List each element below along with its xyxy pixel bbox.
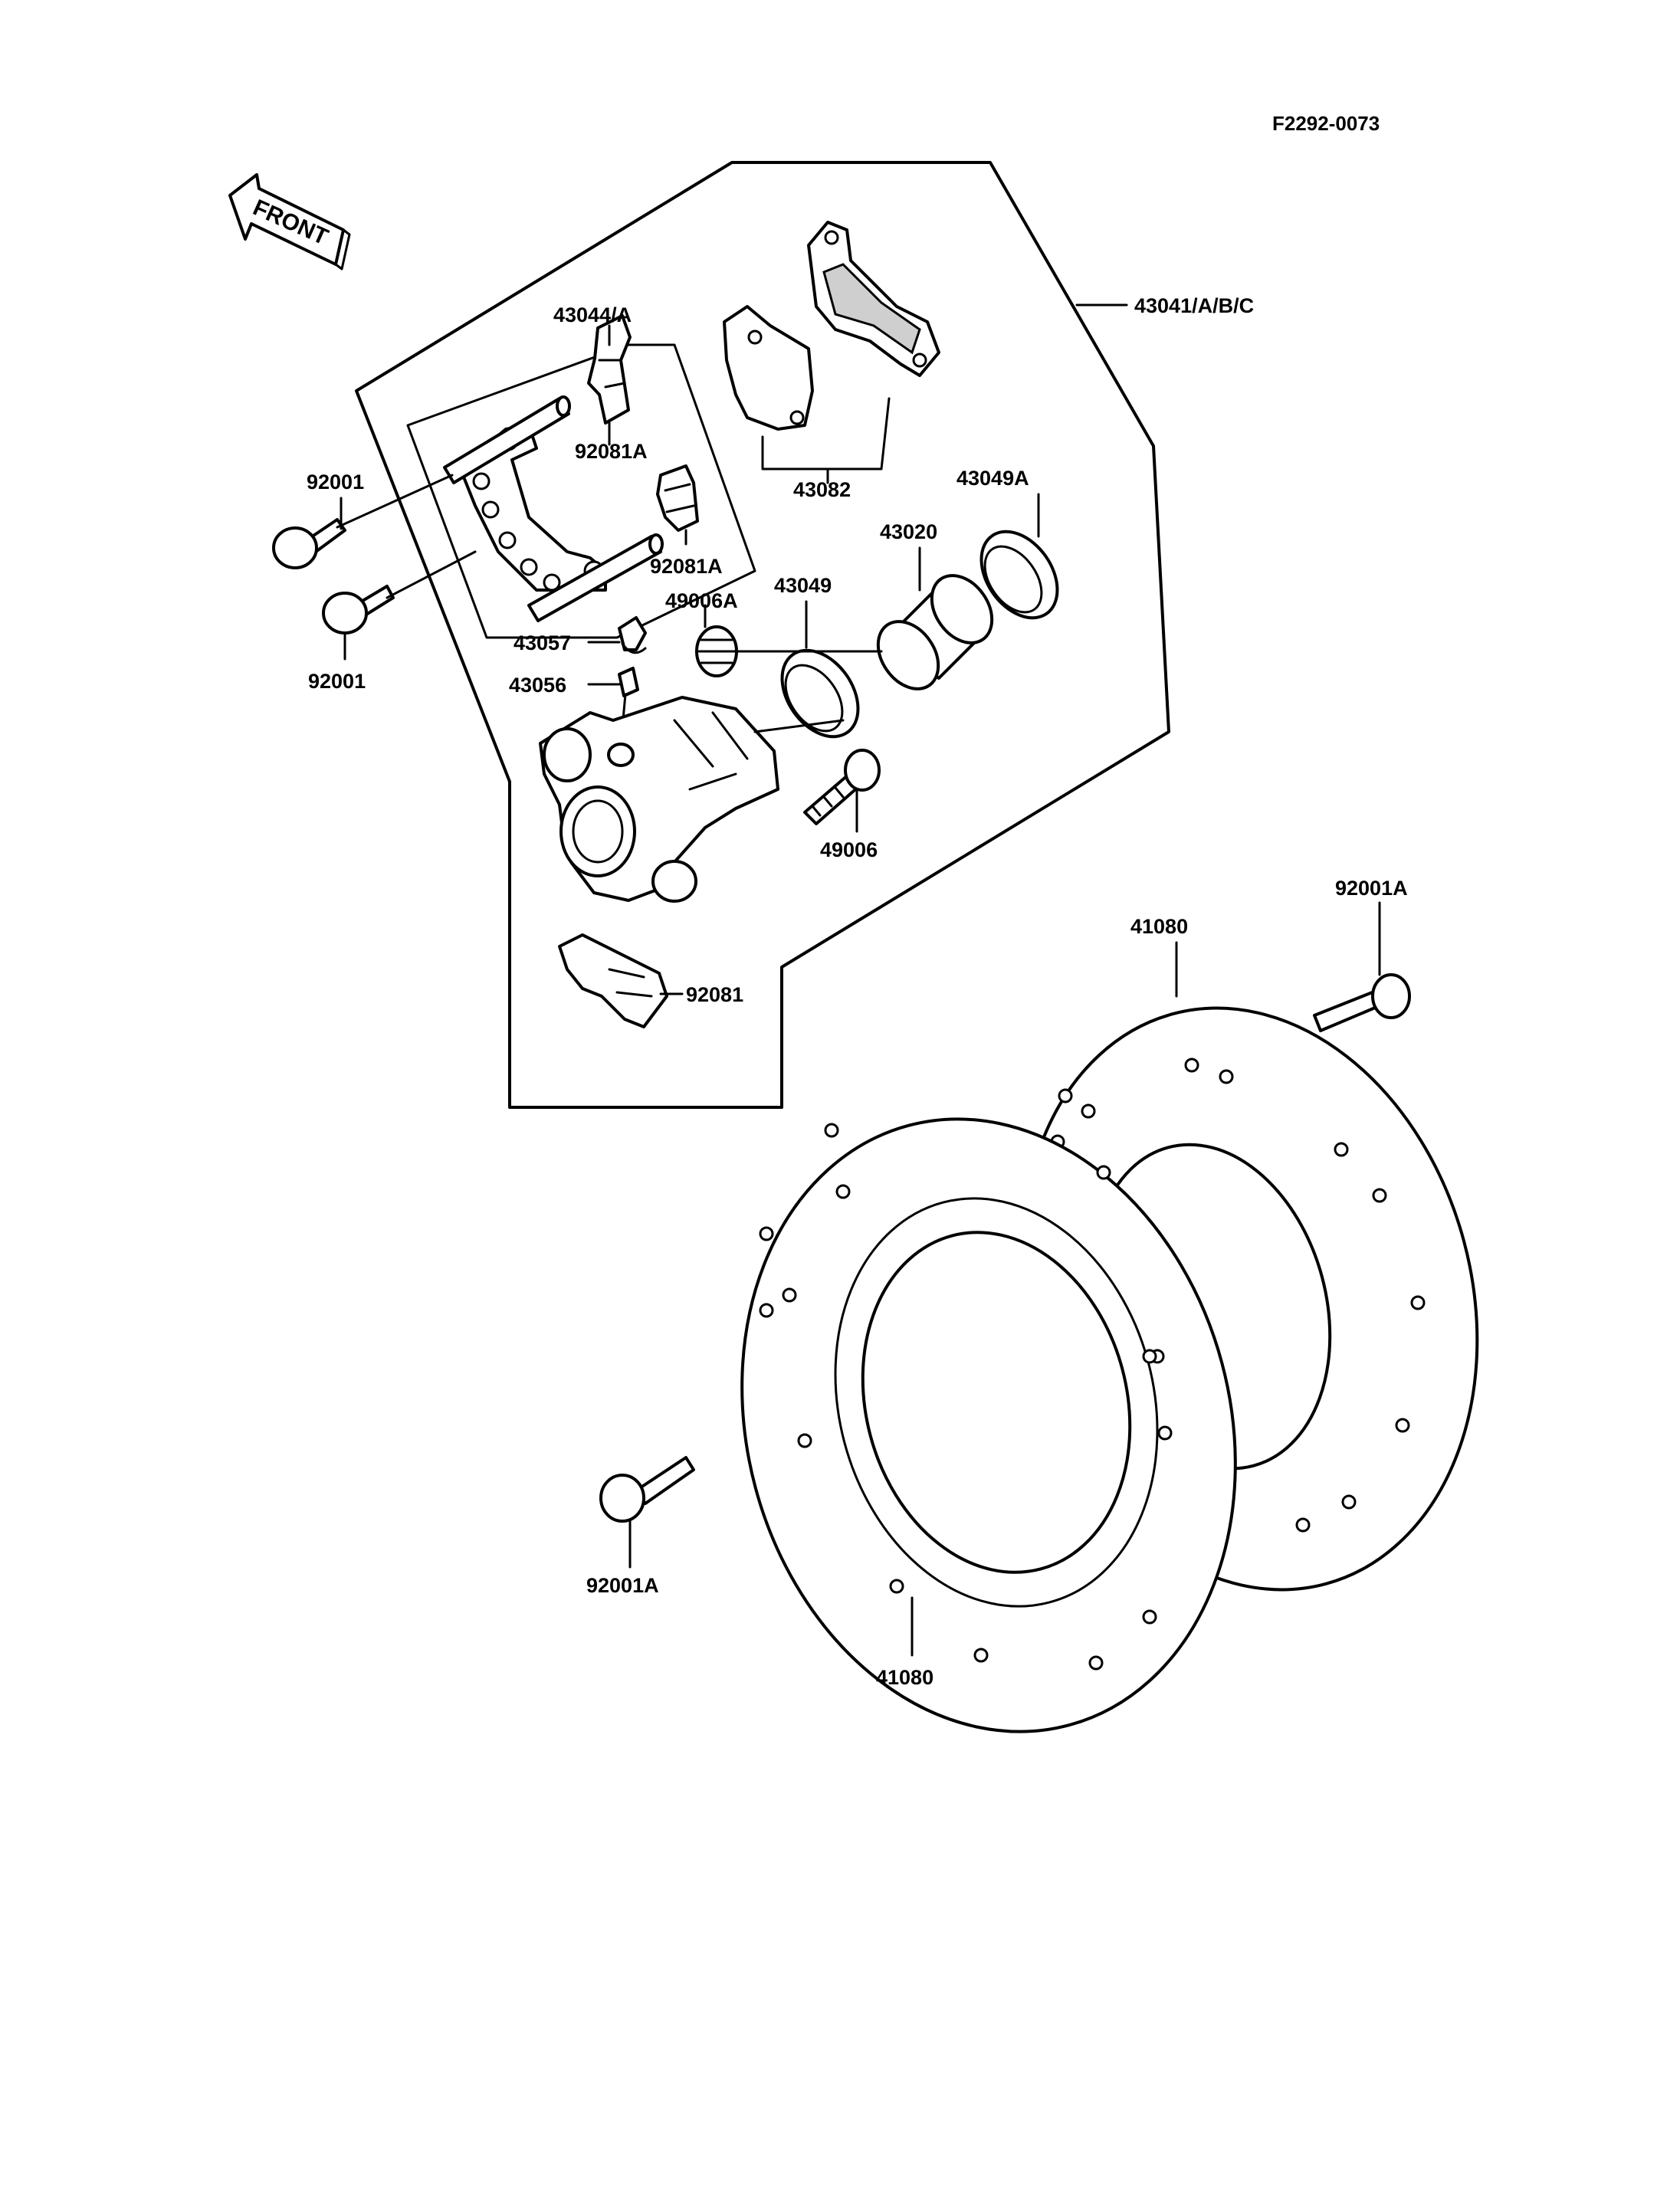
callout-labels: 43044/A 43041/A/B/C 92001 92081A 43082 4… [307, 294, 1408, 1689]
callout-43057: 43057 [514, 631, 571, 654]
callout-92081A-top: 92081A [575, 440, 648, 463]
callout-49006: 49006 [820, 838, 878, 861]
dust-seal-43049A [979, 530, 1059, 620]
callout-92081A-mid: 92081A [650, 555, 723, 578]
bleeder-cap [618, 616, 647, 654]
callout-41080-bottom: 41080 [876, 1666, 934, 1689]
callout-92001A-left: 92001A [586, 1574, 659, 1597]
callout-92001-mid: 92001 [308, 670, 366, 693]
boot-49006A [695, 625, 738, 677]
callout-41080-top: 41080 [1130, 915, 1188, 938]
brake-pad-inner [723, 305, 814, 431]
callout-43020: 43020 [880, 520, 937, 543]
caliper-bracket [443, 395, 664, 622]
brake-disc-front [740, 1088, 1237, 1733]
figure-code: F2292-0073 [1272, 112, 1380, 135]
slide-pin [803, 749, 881, 825]
bolt-92001-mid [322, 585, 395, 635]
anti-rattle-spring [558, 933, 668, 1028]
piston [876, 574, 994, 690]
bleeder-valve [618, 667, 639, 730]
caliper-assembly-outline [355, 161, 1170, 1109]
callout-43041: 43041/A/B/C [1134, 294, 1254, 317]
callout-92081: 92081 [686, 983, 743, 1006]
callout-43049: 43049 [774, 574, 832, 597]
front-arrow-icon: FRONT [228, 173, 351, 271]
callout-43082: 43082 [793, 478, 851, 501]
bolt-92001-top [272, 518, 346, 569]
callout-92001A-right: 92001A [1335, 877, 1408, 900]
callout-43056: 43056 [509, 674, 566, 697]
callout-49006A: 49006A [665, 589, 738, 612]
caliper-body [539, 696, 779, 903]
pad-spring-mid [656, 464, 699, 532]
callout-92001-top: 92001 [307, 471, 364, 494]
leader-lines [336, 303, 1381, 1657]
piston-seal-43049 [780, 648, 860, 739]
pad-spring-top [587, 314, 632, 425]
bolt-92001A-right [1313, 973, 1411, 1032]
bolt-92001A-left [599, 1456, 695, 1523]
callout-43044A: 43044/A [553, 303, 632, 326]
brake-pad-outer [807, 221, 940, 377]
callout-43049A: 43049A [956, 467, 1029, 490]
pad-bracket-line [761, 397, 891, 471]
